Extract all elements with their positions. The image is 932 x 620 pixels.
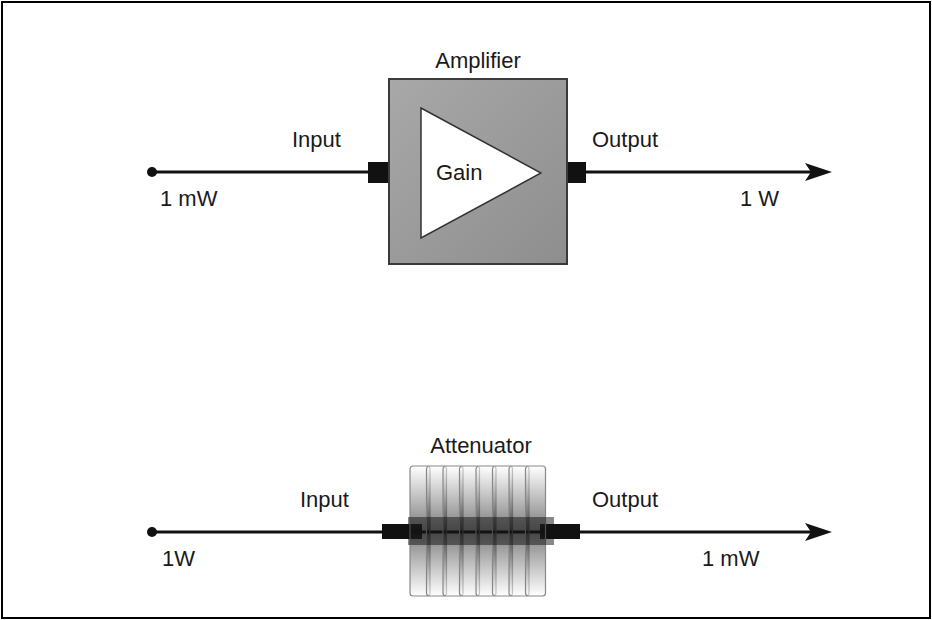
port-label: Input bbox=[300, 487, 349, 513]
power-value: 1 W bbox=[740, 186, 779, 212]
gain-triangle: Gain bbox=[420, 107, 542, 239]
attenuator-core bbox=[408, 517, 554, 545]
attenuator-fins bbox=[380, 465, 582, 597]
amplifier-box: AmplifierGain bbox=[388, 78, 568, 265]
input-port bbox=[368, 162, 390, 183]
power-value: 1 mW bbox=[160, 186, 217, 212]
port-label: Output bbox=[592, 127, 658, 153]
port-label: Output bbox=[592, 487, 658, 513]
arrow-head bbox=[805, 523, 832, 541]
port-label: Input bbox=[292, 127, 341, 153]
block-title: Amplifier bbox=[350, 48, 606, 74]
gain-triangle-shape bbox=[421, 108, 541, 238]
gain-label: Gain bbox=[436, 160, 482, 186]
power-value: 1 mW bbox=[702, 546, 759, 572]
input-dot bbox=[147, 527, 157, 537]
input-dot bbox=[147, 167, 157, 177]
attenuator-body: Attenuator bbox=[380, 465, 582, 597]
output-port bbox=[566, 162, 586, 183]
block-title: Attenuator bbox=[340, 433, 622, 459]
arrow-head bbox=[805, 163, 832, 181]
power-value: 1W bbox=[162, 546, 195, 572]
